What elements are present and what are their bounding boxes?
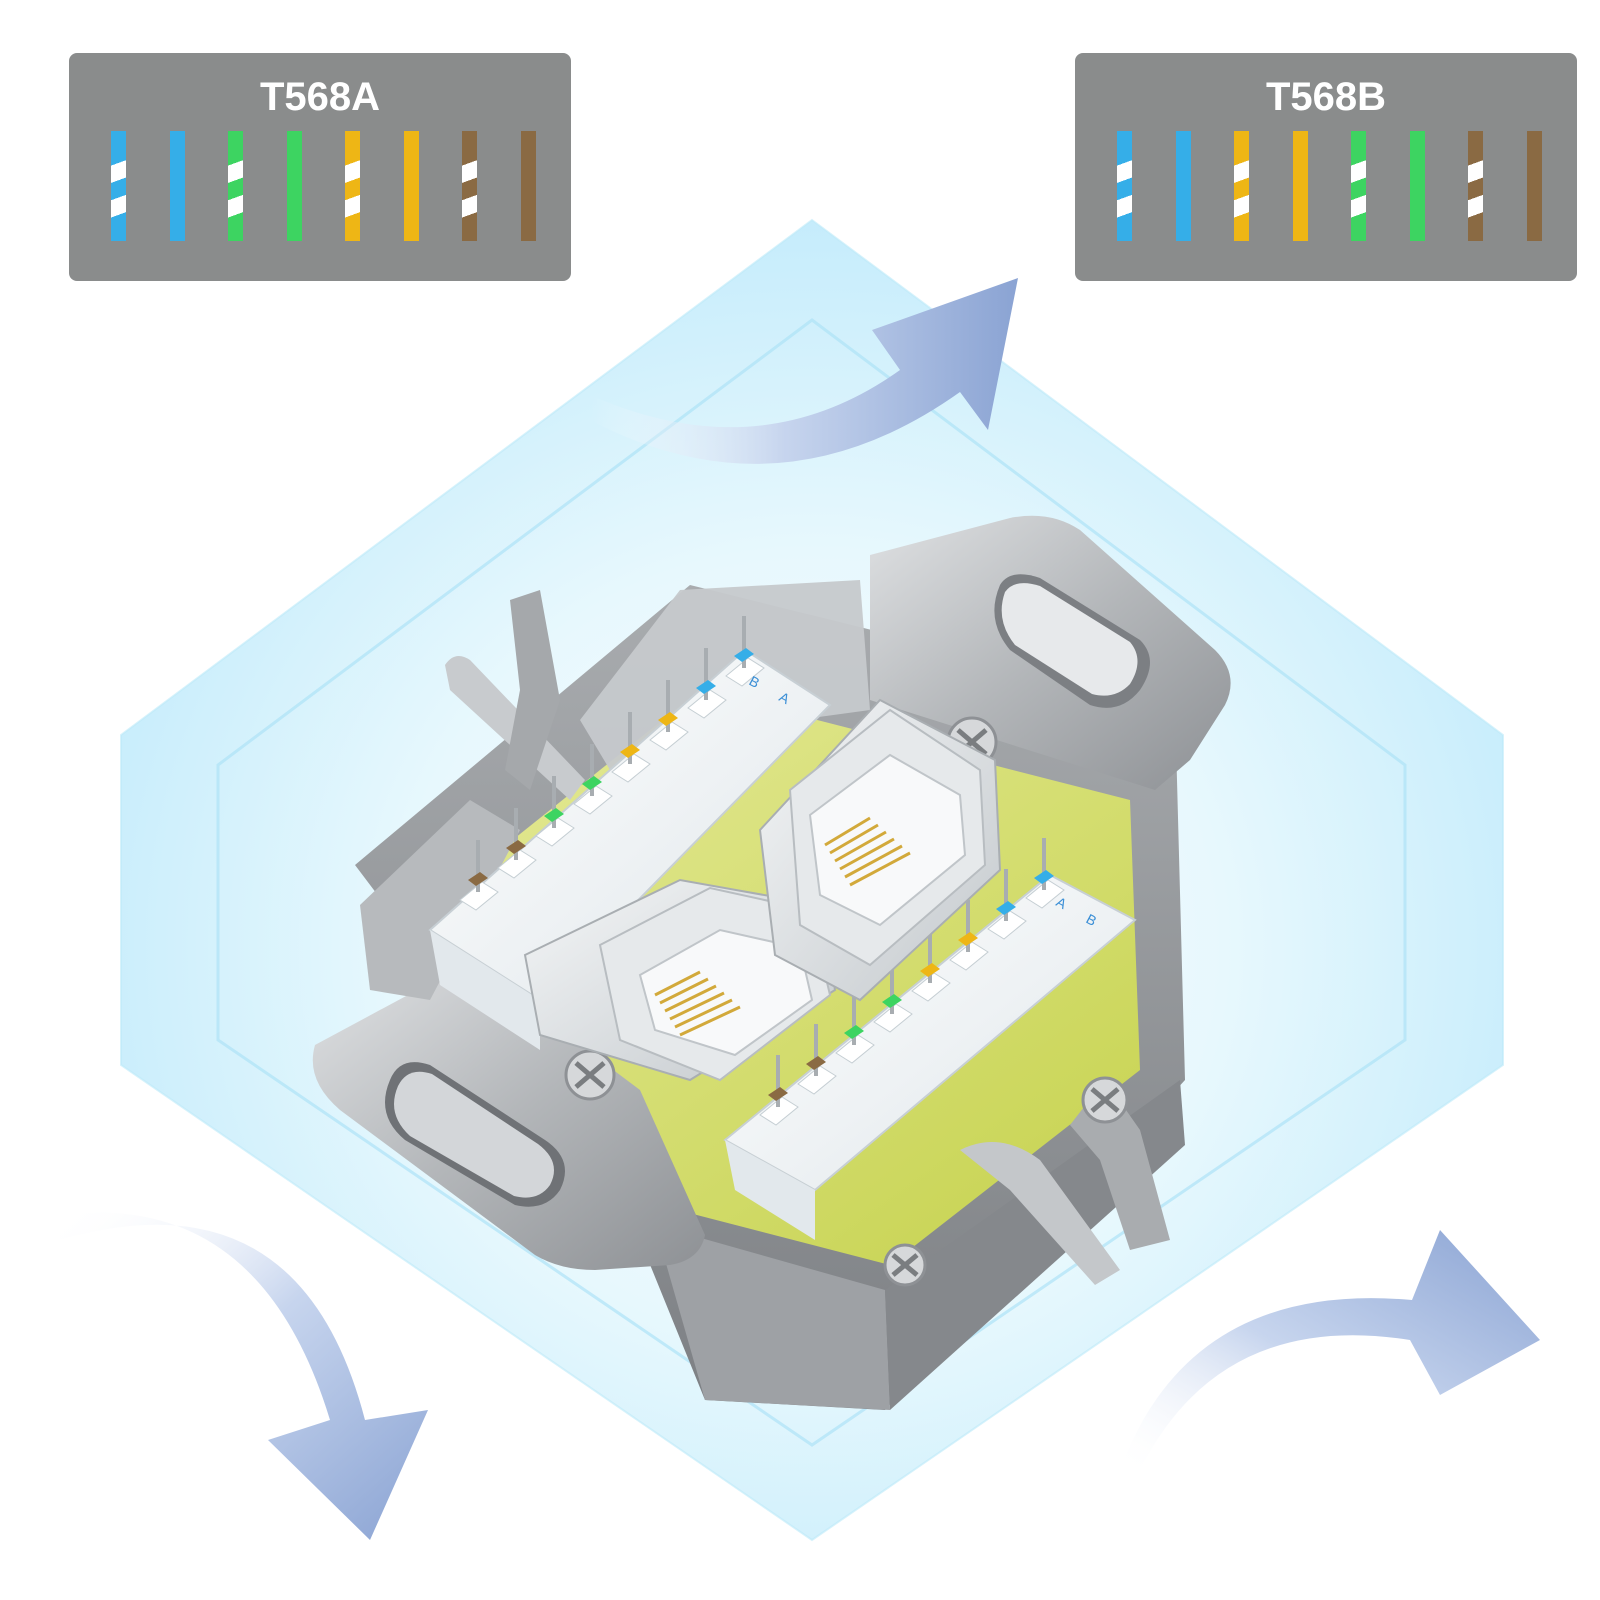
color-code-marker (696, 680, 716, 694)
standard-title: T568A (259, 75, 381, 119)
terminal-slot (725, 657, 765, 687)
wire-swatch (1351, 131, 1366, 241)
standard-card-t568b: T568B (1075, 53, 1577, 281)
terminal-slot (835, 1034, 875, 1064)
wire-swatch (1175, 131, 1191, 241)
wire-swatch (228, 131, 243, 241)
color-code-marker (920, 963, 940, 977)
terminal-slot (687, 689, 727, 719)
color-code-marker (658, 712, 678, 726)
terminal-slot (535, 817, 575, 847)
terminal-slot (497, 849, 537, 879)
color-code-marker (844, 1025, 864, 1039)
wire-swatch (1468, 131, 1483, 241)
junction-box: B A A B (312, 515, 1231, 1410)
wire-swatch (1409, 131, 1425, 241)
color-code-marker (958, 932, 978, 946)
wire-swatch (1234, 131, 1249, 241)
wire-swatch (111, 131, 126, 241)
terminal-slot (987, 910, 1027, 940)
color-code-marker (582, 776, 602, 790)
color-code-marker (1034, 870, 1054, 884)
terminal-slot (949, 941, 989, 971)
terminal-slot (873, 1003, 913, 1033)
screw-icon (564, 1049, 616, 1101)
arrow-top-right-icon (590, 278, 1018, 464)
standard-card-t568a: T568A (69, 53, 571, 281)
wire-swatch (345, 131, 360, 241)
wire-swatch (403, 131, 419, 241)
terminal-slot (611, 753, 651, 783)
rj45-jack-right (758, 698, 1002, 1002)
color-code-marker (882, 994, 902, 1008)
wire-swatch (1526, 131, 1542, 241)
terminal-slot (797, 1065, 837, 1095)
terminal-slot (573, 785, 613, 815)
color-code-marker (620, 744, 640, 758)
color-code-marker (996, 901, 1016, 915)
terminal-slot (1025, 879, 1065, 909)
screw-icon (883, 1243, 927, 1287)
standard-title: T568B (1265, 75, 1387, 119)
terminal-slot (649, 721, 689, 751)
wire-swatch (462, 131, 477, 241)
terminal-slot (911, 972, 951, 1002)
wire-color-row (1117, 131, 1549, 241)
wire-swatch (520, 131, 536, 241)
color-code-marker (768, 1087, 788, 1101)
wire-swatch (286, 131, 302, 241)
color-code-marker (806, 1056, 826, 1070)
terminal-block-rear: B A (428, 616, 832, 1050)
color-code-marker (506, 840, 526, 854)
wire-color-row (111, 131, 543, 241)
wire-swatch (169, 131, 185, 241)
color-code-marker (468, 872, 488, 886)
arrow-bottom-right-icon (1120, 1230, 1540, 1470)
wire-swatch (1117, 131, 1132, 241)
terminal-slot (459, 881, 499, 911)
screw-icon (1081, 1076, 1129, 1124)
terminal-block-front: A B (723, 838, 1137, 1240)
color-code-marker (734, 648, 754, 662)
terminal-slot (759, 1096, 799, 1126)
color-code-marker (544, 808, 564, 822)
arrow-bottom-left-icon (60, 1212, 428, 1540)
wire-swatch (1292, 131, 1308, 241)
mounting-ear-left (312, 971, 705, 1270)
